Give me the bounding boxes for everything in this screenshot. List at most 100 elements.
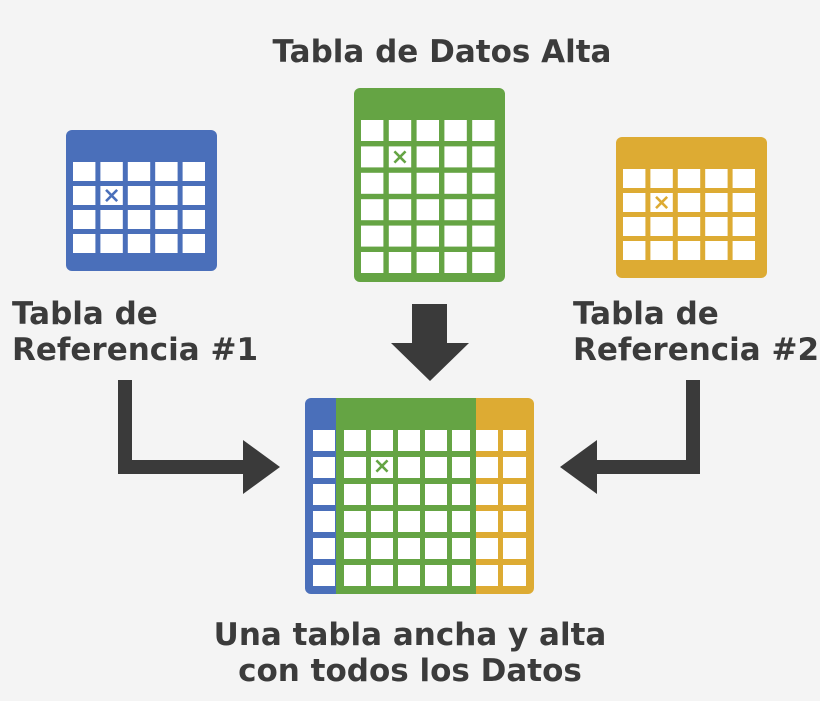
result-table-label-line-2: con todos los Datos <box>238 653 582 689</box>
result-table-cell <box>452 538 470 559</box>
reference-table-1-cell <box>182 234 205 253</box>
tall-data-table-cell <box>388 172 412 194</box>
result-table-cell <box>313 484 335 505</box>
result-table-cell <box>503 511 526 532</box>
reference-table-2-label-line-2: Referencia #2 <box>573 332 820 368</box>
reference-table-1: × <box>66 130 217 271</box>
reference-table-1-cell <box>155 186 178 205</box>
reference-table-1-cell <box>155 210 178 229</box>
result-table-label-line-1: Una tabla ancha y alta <box>213 617 607 653</box>
reference-table-2-cell <box>623 169 646 188</box>
result-table-cell <box>476 430 498 451</box>
result-table-cell <box>425 484 447 505</box>
tall-data-table-cell <box>416 252 439 273</box>
result-table-cell <box>371 484 393 505</box>
result-table-label: Una tabla ancha y alta con todos los Dat… <box>170 617 650 689</box>
reference-table-2-cell <box>677 193 701 212</box>
result-table-cell <box>476 511 498 532</box>
reference-table-2-cell <box>650 217 673 236</box>
reference-table-1-cell <box>182 162 205 181</box>
reference-table-2-cell <box>705 193 728 212</box>
reference-table-2-cell <box>677 169 701 188</box>
tall-data-table-cell <box>361 225 384 247</box>
result-table-cell <box>503 484 526 505</box>
tall-data-table-cell <box>444 252 467 273</box>
result-table-cell <box>371 565 393 586</box>
result-table-cell <box>452 484 470 505</box>
reference-table-1-cell <box>155 234 178 253</box>
result-table-cell <box>371 457 393 478</box>
reference-table-1-cell <box>155 162 178 181</box>
result-table-cell <box>313 430 335 451</box>
tall-data-table-cell <box>472 172 495 194</box>
tall-data-table-cell <box>416 225 439 247</box>
tall-data-table-cell <box>361 120 384 141</box>
result-table-cell <box>344 565 366 586</box>
result-table-cell <box>313 565 335 586</box>
reference-table-1-cell <box>100 162 123 181</box>
tall-data-table-cell <box>388 225 412 247</box>
reference-table-2-cell <box>732 193 755 212</box>
tall-data-table-cell <box>388 252 412 273</box>
tall-data-table-cell <box>416 199 439 221</box>
reference-table-2-cell <box>705 241 728 260</box>
result-table-cell <box>398 538 420 559</box>
reference-table-2-cell <box>677 241 701 260</box>
tall-data-table-cell <box>361 252 384 273</box>
result-table-cell <box>476 484 498 505</box>
result-table-cell <box>371 511 393 532</box>
result-table-cell <box>452 565 470 586</box>
result-table-cell <box>503 565 526 586</box>
reference-table-1-cell <box>127 210 151 229</box>
reference-table-2-cell <box>623 217 646 236</box>
reference-table-2-cell <box>677 217 701 236</box>
reference-table-2-cell <box>732 169 755 188</box>
reference-table-2-cell <box>650 193 673 212</box>
x-marker-icon: × <box>391 145 409 170</box>
result-table-cell <box>344 457 366 478</box>
reference-table-2-cell <box>705 169 728 188</box>
tall-data-table-cell <box>361 172 384 194</box>
tall-data-table-cell <box>388 120 412 141</box>
result-table: × <box>305 398 534 594</box>
result-table-cell <box>425 430 447 451</box>
reference-table-1-label-line-2: Referencia #1 <box>12 332 259 368</box>
tall-data-table-cell <box>388 146 412 168</box>
tall-data-table-cell <box>416 172 439 194</box>
tall-data-table: × <box>354 88 505 282</box>
result-table-cell <box>371 430 393 451</box>
reference-table-1-cell <box>127 234 151 253</box>
result-table-cell <box>398 484 420 505</box>
reference-table-1-label: Tabla de Referencia #1 <box>12 296 258 368</box>
tall-data-table-cell <box>416 120 439 141</box>
arrow-left-icon <box>560 380 700 494</box>
x-marker-icon: × <box>652 191 670 216</box>
tall-data-table-cell <box>472 225 495 247</box>
x-marker-icon: × <box>373 454 391 479</box>
result-table-cell <box>344 538 366 559</box>
tall-data-table-cell <box>361 146 384 168</box>
result-table-cell <box>503 538 526 559</box>
tall-data-table-cell <box>444 199 467 221</box>
tall-table-title: Tabla de Datos Alta <box>272 34 612 70</box>
result-table-cell <box>344 511 366 532</box>
reference-table-2-cell <box>732 241 755 260</box>
result-table-cell <box>503 457 526 478</box>
tall-data-table-cell <box>444 120 467 141</box>
tall-data-table-cell <box>361 199 384 221</box>
tall-data-table-cell <box>472 199 495 221</box>
result-table-cell <box>425 511 447 532</box>
result-table-cell <box>452 511 470 532</box>
reference-table-2-cell <box>650 241 673 260</box>
reference-table-2-cell <box>650 169 673 188</box>
reference-table-2-cell <box>623 193 646 212</box>
reference-table-1-cell <box>100 234 123 253</box>
reference-table-2-label-line-1: Tabla de <box>573 296 719 332</box>
reference-table-2: × <box>616 137 767 278</box>
reference-table-1-cell <box>127 162 151 181</box>
reference-table-1-label-line-1: Tabla de <box>12 296 158 332</box>
x-marker-icon: × <box>102 184 120 209</box>
result-table-cell <box>425 538 447 559</box>
